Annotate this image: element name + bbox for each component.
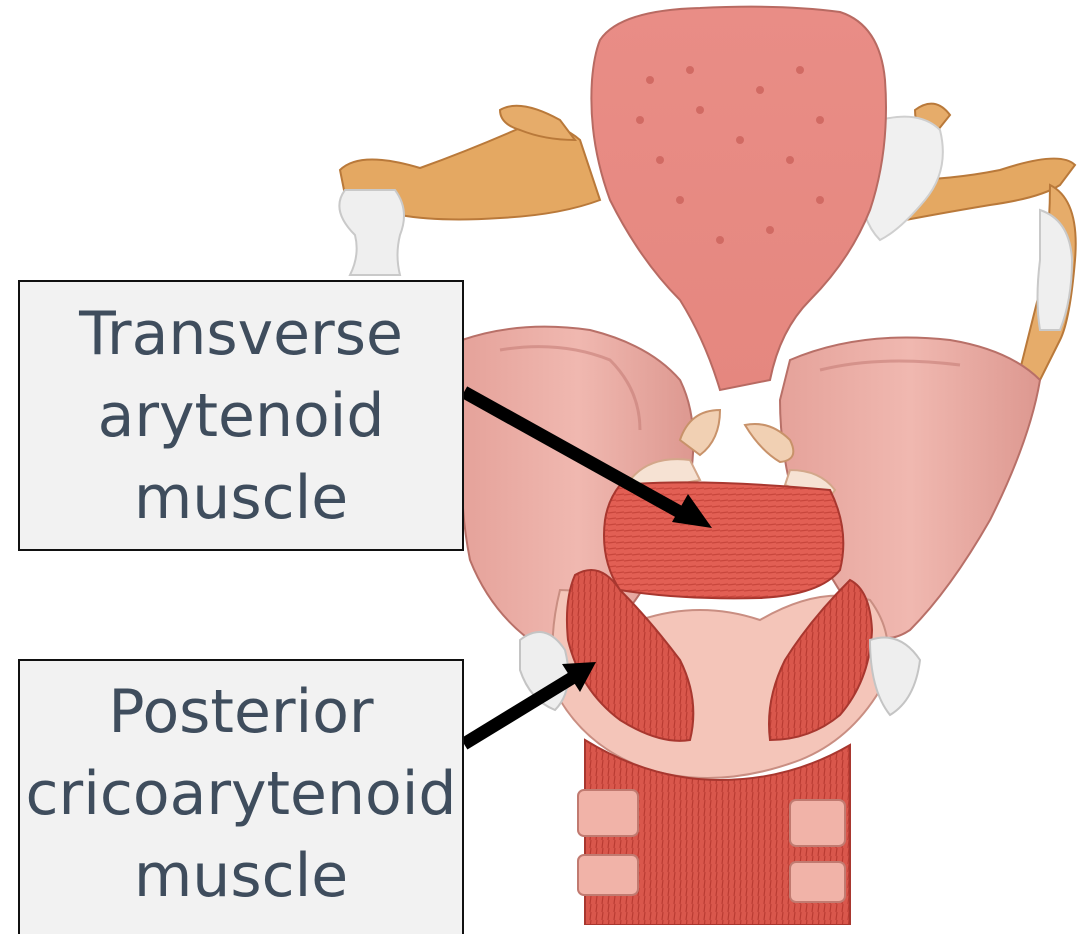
label-transverse-arytenoid: Transverse arytenoid muscle (18, 280, 464, 551)
epiglottis (591, 7, 886, 390)
transverse-arytenoid-muscle (604, 482, 843, 598)
label-line: Posterior (108, 671, 373, 753)
label-line: arytenoid (98, 375, 385, 457)
label-line: muscle (134, 457, 348, 539)
label-line: muscle (134, 835, 348, 917)
label-posterior-cricoarytenoid: Posterior cricoarytenoid muscle (18, 659, 464, 934)
label-line: cricoarytenoid (26, 753, 457, 835)
label-line: Transverse (79, 293, 403, 375)
